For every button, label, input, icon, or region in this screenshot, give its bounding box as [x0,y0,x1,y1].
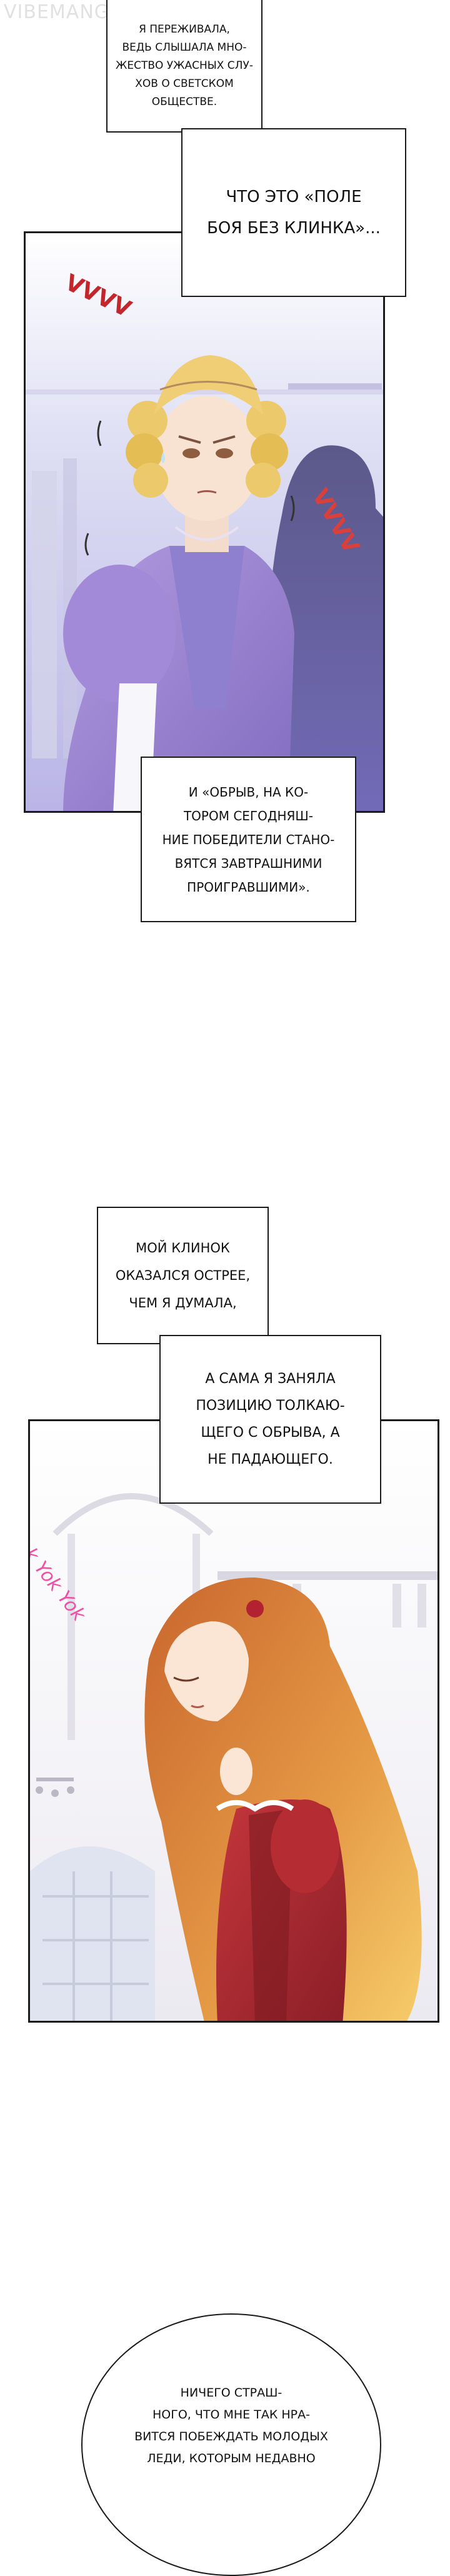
panel-2-art [30,1421,438,2021]
watermark: VIBEMANGA [4,1,123,23]
caption-text-1: Я ПЕРЕЖИВАЛА, ВЕДЬ СЛЫШАЛА МНО- ЖЕСТВО У… [116,23,253,108]
caption-text-2: ЧТО ЭТО «ПОЛЕ БОЯ БЕЗ КЛИНКА»... [207,188,381,238]
caption-box-2: ЧТО ЭТО «ПОЛЕ БОЯ БЕЗ КЛИНКА»... [181,128,406,297]
caption-box-3: И «ОБРЫВ, НА КО- ТОРОМ СЕГОДНЯШ- НИЕ ПОБ… [141,757,356,922]
panel-1-lady-purple: VVVV VVVV [24,231,385,813]
caption-text-3: И «ОБРЫВ, НА КО- ТОРОМ СЕГОДНЯШ- НИЕ ПОБ… [162,784,335,895]
caption-box-1: Я ПЕРЕЖИВАЛА, ВЕДЬ СЛЫШАЛА МНО- ЖЕСТВО У… [106,0,262,133]
speech-bubble: НИЧЕГО СТРАШ- НОГО, ЧТО МНЕ ТАК НРА- ВИТ… [81,2313,381,2576]
speech-bubble-text: НИЧЕГО СТРАШ- НОГО, ЧТО МНЕ ТАК НРА- ВИТ… [134,2386,328,2465]
caption-text-5: А САМА Я ЗАНЯЛА ПОЗИЦИЮ ТОЛКАЮ- ЩЕГО С О… [196,1371,345,1467]
caption-box-4: МОЙ КЛИНОК ОКАЗАЛСЯ ОСТРЕЕ, ЧЕМ Я ДУМАЛА… [97,1207,269,1344]
panel-2-lady-red: Yok Yok Yok [28,1419,439,2023]
caption-text-4: МОЙ КЛИНОК ОКАЗАЛСЯ ОСТРЕЕ, ЧЕМ Я ДУМАЛА… [115,1240,251,1311]
caption-box-5: А САМА Я ЗАНЯЛА ПОЗИЦИЮ ТОЛКАЮ- ЩЕГО С О… [159,1335,381,1504]
panel-1-art [26,233,383,811]
